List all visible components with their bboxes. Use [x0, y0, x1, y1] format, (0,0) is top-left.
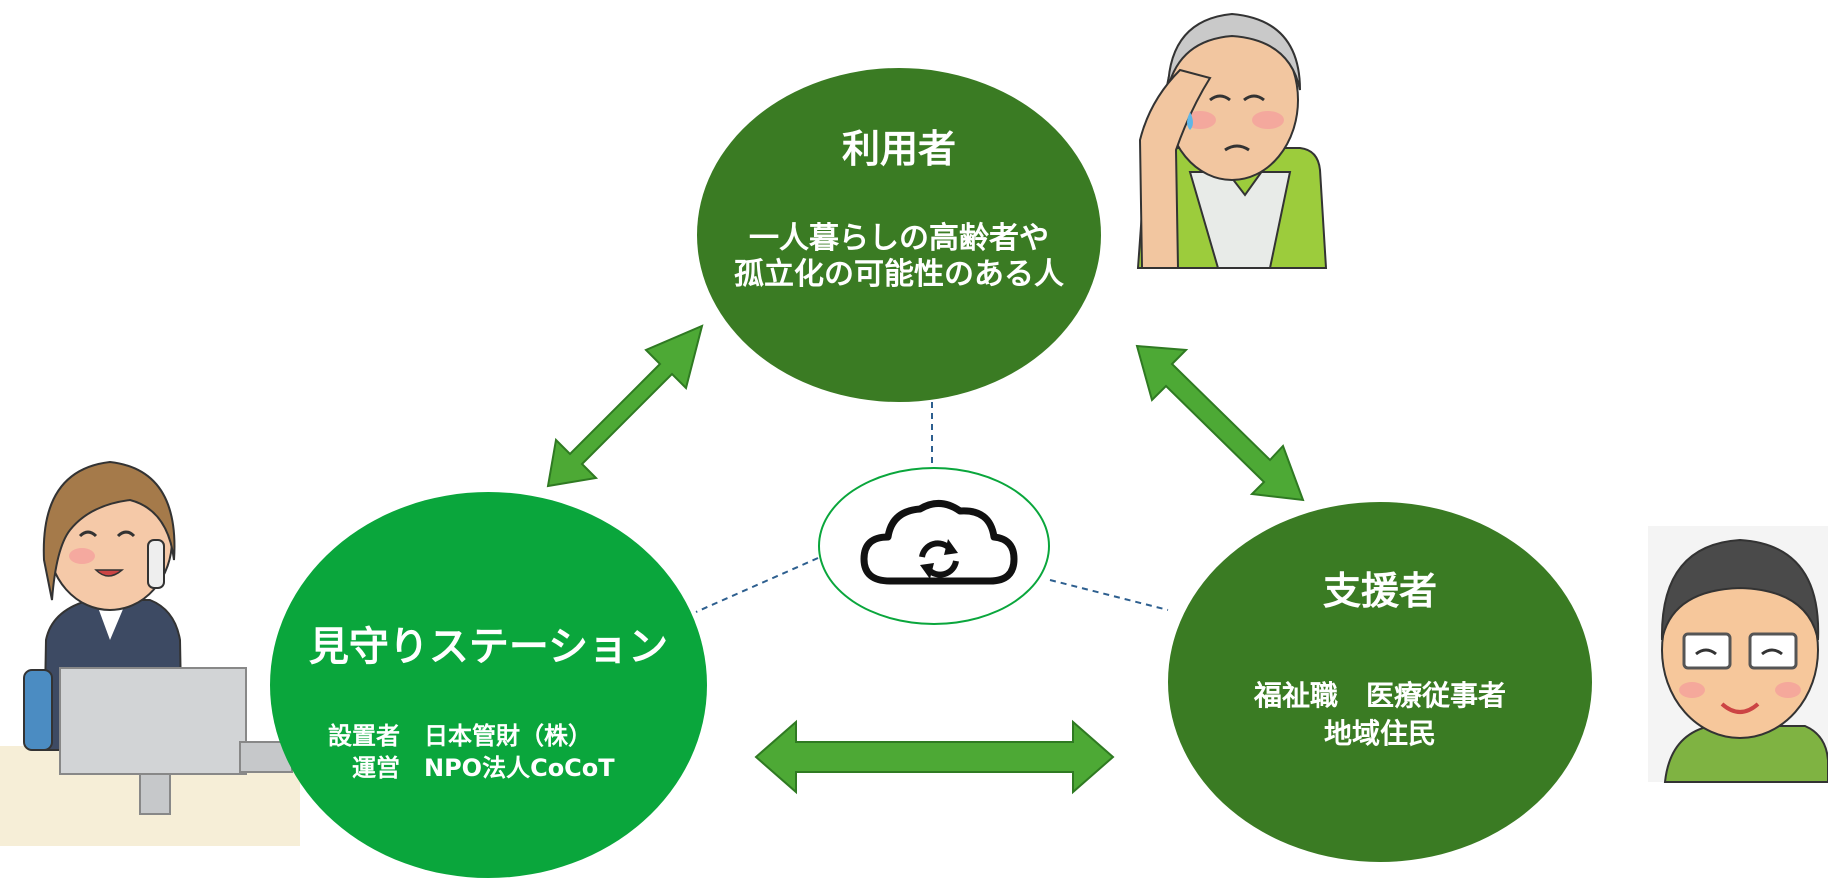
arrow-station-user — [546, 324, 704, 488]
supporter-illustration — [1648, 526, 1828, 783]
station-row-operator-label: 運営 — [352, 754, 400, 782]
cloud-hub — [818, 467, 1050, 625]
station-row-installer: 設置者日本管財（株） — [300, 720, 707, 752]
node-supporter-line-2: 地域住民 — [1323, 717, 1436, 750]
node-station-description: 設置者日本管財（株） 運営 NPO法人CoCoT — [270, 720, 707, 784]
station-row-installer-label: 設置者 — [328, 722, 400, 750]
elderly-user-illustration — [1136, 12, 1328, 269]
node-user: 利用者 一人暮らしの高齢者や 孤立化の可能性のある人 — [697, 68, 1101, 402]
dashed-connectors — [695, 402, 1169, 613]
connector-supporter-hub — [1049, 579, 1169, 611]
node-user-description: 一人暮らしの高齢者や 孤立化の可能性のある人 — [697, 221, 1101, 293]
station-row-operator: 運営 NPO法人CoCoT — [300, 752, 707, 784]
node-supporter-description: 福祉職 医療従事者 地域住民 — [1168, 677, 1592, 753]
station-row-installer-value: 日本管財（株） — [424, 722, 592, 750]
node-supporter-title: 支援者 — [1322, 569, 1437, 613]
station-row-operator-value: NPO法人CoCoT — [424, 754, 615, 782]
node-supporter-line-1: 福祉職 医療従事者 — [1253, 679, 1506, 712]
node-user-title: 利用者 — [841, 127, 956, 171]
node-supporter: 支援者 福祉職 医療従事者 地域住民 — [1168, 502, 1592, 862]
cloud-sync-icon — [860, 500, 1018, 585]
node-user-line-2: 孤立化の可能性のある人 — [734, 257, 1064, 292]
operator-illustration — [0, 460, 300, 846]
node-user-line-1: 一人暮らしの高齢者や — [749, 221, 1049, 256]
arrow-station-supporter — [754, 719, 1115, 795]
connector-station-hub — [695, 557, 819, 613]
node-station: 見守りステーション 設置者日本管財（株） 運営 NPO法人CoCoT — [270, 492, 707, 878]
arrow-user-supporter — [1135, 344, 1305, 502]
node-station-title: 見守りステーション — [308, 624, 669, 670]
